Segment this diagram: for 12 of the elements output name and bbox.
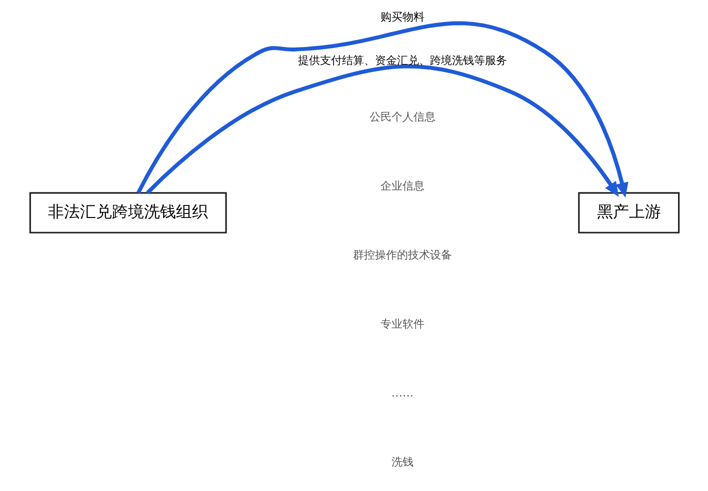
arrow xyxy=(146,64,618,197)
label: 专业软件 xyxy=(380,318,424,331)
label: 群控操作的技术设备 xyxy=(352,248,452,262)
label: 公民个人信息 xyxy=(368,110,435,124)
arrow xyxy=(136,21,628,198)
label: …… xyxy=(390,386,414,400)
label: 洗钱 xyxy=(390,456,413,469)
node-box: 黑产上游 xyxy=(578,192,680,234)
edge-label: 提供支付结算、资金汇兑、跨境洗钱等服务 xyxy=(297,54,506,67)
node-box: 非法汇兑跨境洗钱组织 xyxy=(28,192,226,234)
edge-label: 购买物料 xyxy=(380,10,424,24)
label: 企业信息 xyxy=(380,180,424,193)
